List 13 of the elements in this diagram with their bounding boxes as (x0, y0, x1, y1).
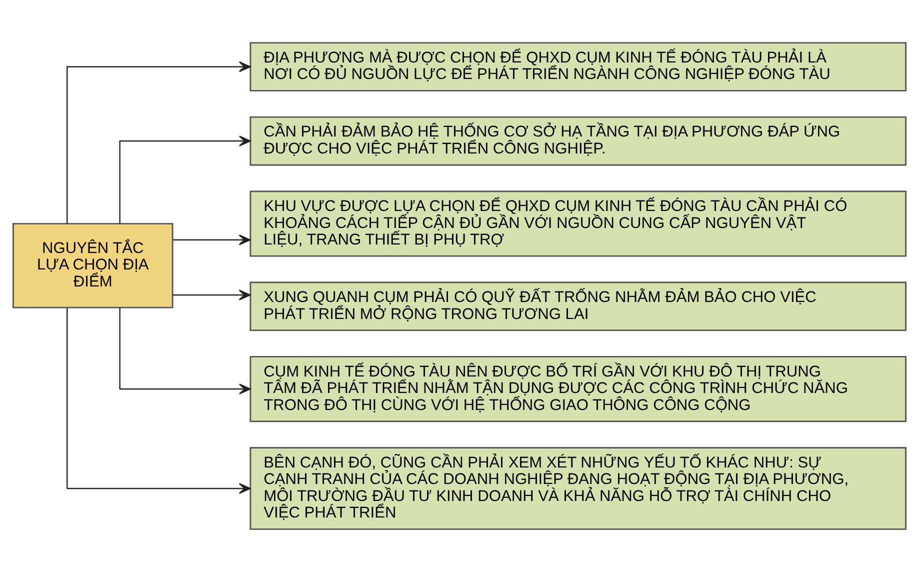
arrow (173, 234, 251, 246)
arrow (119, 136, 251, 224)
node-box: NGUYÊN TẮC LỰA CHỌN ĐỊA ĐIỂM (12, 222, 174, 308)
arrow (119, 308, 251, 394)
arrow (66, 308, 251, 494)
node-box: ĐỊA PHƯƠNG MÀ ĐƯỢC CHỌN ĐỂ QHXD CỤM KINH TẾ ĐÓNG TÀU PHẢI LÀ NƠI CÓ ĐỦ NGUỒN LỰC ĐỂ PHÁT TRIỂN NGÀNH CÔNG NGHIỆP ĐÓNG TÀU (250, 42, 906, 92)
arrow (173, 290, 251, 300)
node-box: CỤM KINH TẾ ĐÓNG TÀU NÊN ĐƯỢC BỐ TRÍ GẦN VỚI KHU ĐÔ THỊ TRUNG TÂM ĐÃ PHÁT TRIỂN NHẰM TẬN DỤNG ĐƯỢC CÁC CÔNG TRÌNH CHỨC NĂNG TRONG ĐÔ THỊ CÙNG VỚI HỆ THỐNG GIAO THÔNG CÔNG CỘNG (250, 356, 906, 422)
node-box: BÊN CẠNH ĐÓ, CŨNG CẦN PHẢI XEM XÉT NHỮNG YẾU TỐ KHÁC NHƯ: SỰ CẠNH TRANH CỦA CÁC DOANH NGHIỆP ĐANG HOẠT ĐỘNG TẠI ĐỊA PHƯƠNG, MÔI TRƯỜNG ĐẦU TƯ KINH DOANH VÀ KHẢ NĂNG HỖ TRỢ TÀI CHÍNH CHO VIỆC PHÁT TRIỂN (250, 447, 906, 530)
arrow (66, 61, 251, 224)
node-box: CẦN PHẢI ĐẢM BẢO HỆ THỐNG CƠ SỞ HẠ TẦNG TẠI ĐỊA PHƯƠNG ĐÁP ỨNG ĐƯỢC CHO VIỆC PHÁT TRIỂN CÔNG NGHIỆP. (250, 116, 906, 166)
node-box: XUNG QUANH CỤM PHẢI CÓ QUỸ ĐẤT TRỐNG NHẰM ĐẢM BẢO CHO VIỆC PHÁT TRIỂN MỞ RỘNG TRONG TƯƠNG LAI (250, 282, 906, 332)
node-box: KHU VỰC ĐƯỢC LỰA CHỌN ĐỂ QHXD CỤM KINH TẾ ĐÓNG TÀU CẦN PHẢI CÓ KHOẢNG CÁCH TIẾP CẬN ĐỦ GẦN VỚI NGUỒN CUNG CẤP NGUYÊN VẬT LIỆU, TRANG THIẾT BỊ PHỤ TRỢ (250, 190, 906, 257)
